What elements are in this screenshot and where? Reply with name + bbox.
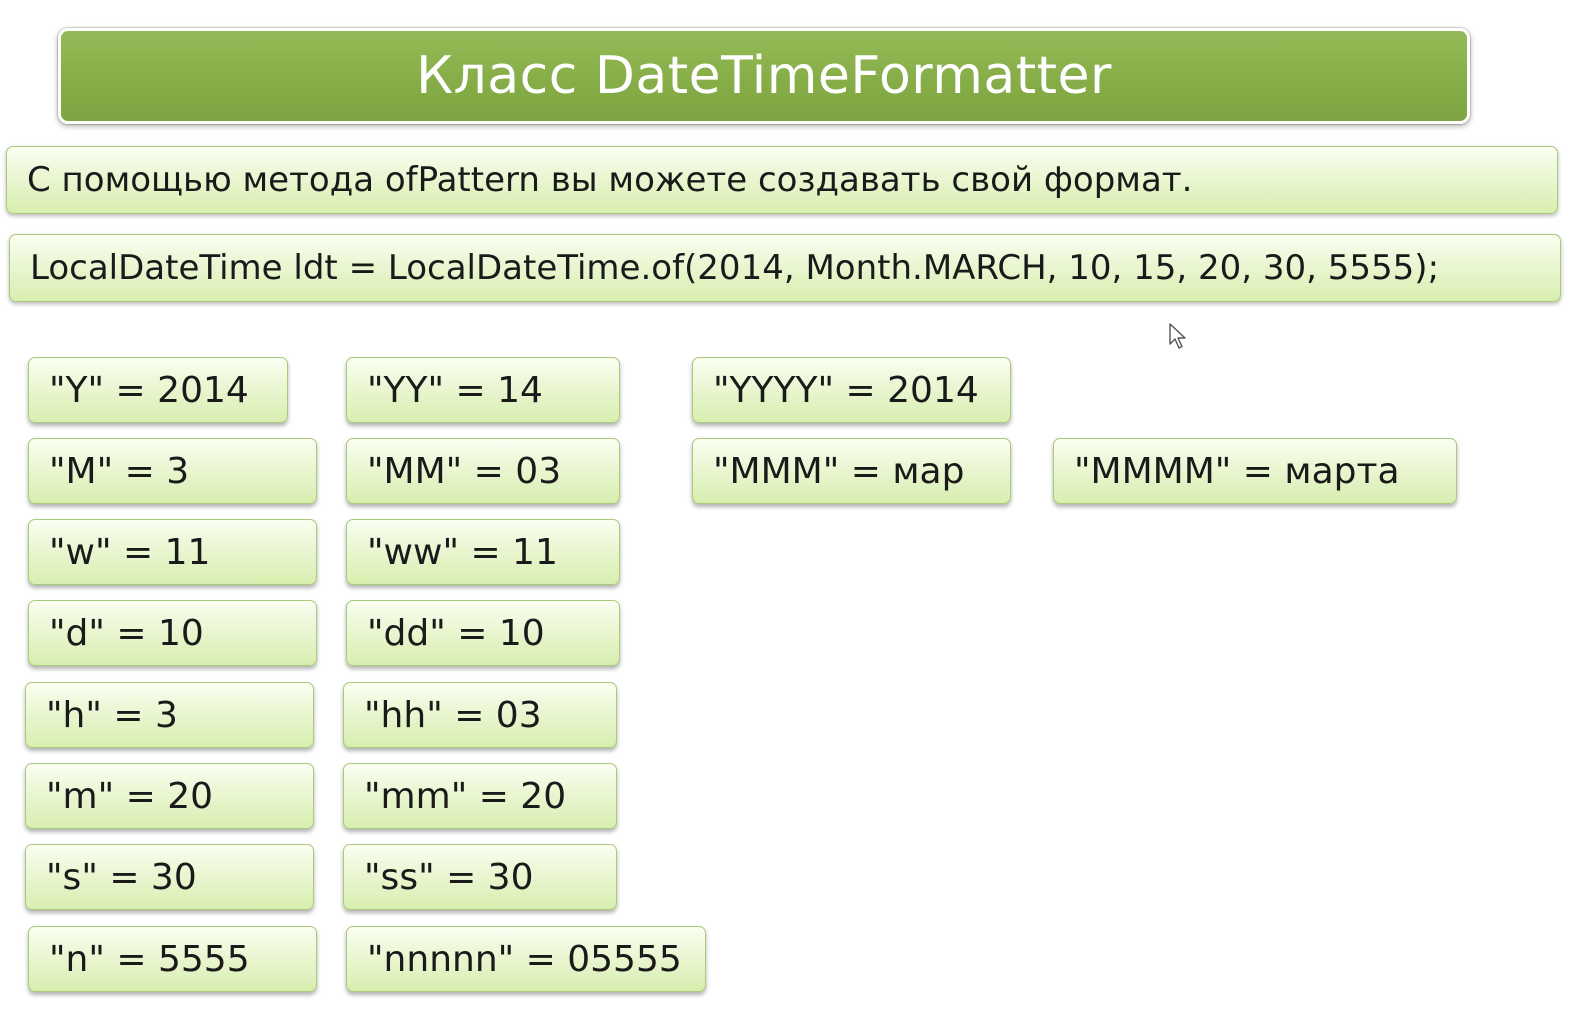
pattern-box-nnnnn: "nnnnn" = 05555 [346, 926, 706, 992]
pattern-box-MMM: "MMM" = мар [692, 438, 1011, 504]
pattern-label: "dd" = 10 [367, 612, 545, 654]
pattern-label: "MM" = 03 [367, 450, 562, 492]
pattern-box-mm: "mm" = 20 [343, 763, 617, 829]
pattern-box-ww: "ww" = 11 [346, 519, 620, 585]
pattern-box-Y: "Y" = 2014 [28, 357, 288, 423]
intro-text: С помощью метода ofPattern вы можете соз… [27, 160, 1193, 200]
pattern-label: "MMMM" = марта [1074, 450, 1400, 492]
pattern-label: "YY" = 14 [367, 369, 543, 411]
pattern-label: "s" = 30 [46, 856, 197, 898]
pattern-box-hh: "hh" = 03 [343, 682, 617, 748]
code-line-box: LocalDateTime ldt = LocalDateTime.of(201… [9, 234, 1561, 302]
pattern-box-M: "M" = 3 [28, 438, 317, 504]
pattern-label: "ss" = 30 [364, 856, 534, 898]
pattern-label: "n" = 5555 [49, 938, 250, 980]
pattern-label: "nnnnn" = 05555 [367, 938, 682, 980]
pattern-label: "d" = 10 [49, 612, 204, 654]
pattern-box-s: "s" = 30 [25, 844, 314, 910]
mouse-pointer-icon [1169, 323, 1186, 349]
pattern-box-n: "n" = 5555 [28, 926, 317, 992]
intro-text-box: С помощью метода ofPattern вы можете соз… [6, 146, 1558, 214]
pattern-label: "hh" = 03 [364, 694, 542, 736]
pattern-label: "w" = 11 [49, 531, 211, 573]
pattern-box-YYYY: "YYYY" = 2014 [692, 357, 1011, 423]
pattern-box-MM: "MM" = 03 [346, 438, 620, 504]
pattern-box-w: "w" = 11 [28, 519, 317, 585]
code-line-text: LocalDateTime ldt = LocalDateTime.of(201… [30, 248, 1440, 288]
slide-title-bar: Класс DateTimeFormatter [58, 28, 1470, 124]
pattern-label: "M" = 3 [49, 450, 190, 492]
pattern-label: "h" = 3 [46, 694, 178, 736]
pattern-label: "m" = 20 [46, 775, 214, 817]
pattern-label: "MMM" = мар [713, 450, 965, 492]
pattern-label: "YYYY" = 2014 [713, 369, 979, 411]
pattern-label: "mm" = 20 [364, 775, 567, 817]
pattern-box-h: "h" = 3 [25, 682, 314, 748]
pattern-box-ss: "ss" = 30 [343, 844, 617, 910]
slide-title: Класс DateTimeFormatter [416, 46, 1112, 106]
pattern-box-YY: "YY" = 14 [346, 357, 620, 423]
pattern-box-m: "m" = 20 [25, 763, 314, 829]
pattern-box-dd: "dd" = 10 [346, 600, 620, 666]
pattern-box-d: "d" = 10 [28, 600, 317, 666]
pattern-box-MMMM: "MMMM" = марта [1053, 438, 1457, 504]
pattern-label: "Y" = 2014 [49, 369, 249, 411]
pattern-label: "ww" = 11 [367, 531, 558, 573]
